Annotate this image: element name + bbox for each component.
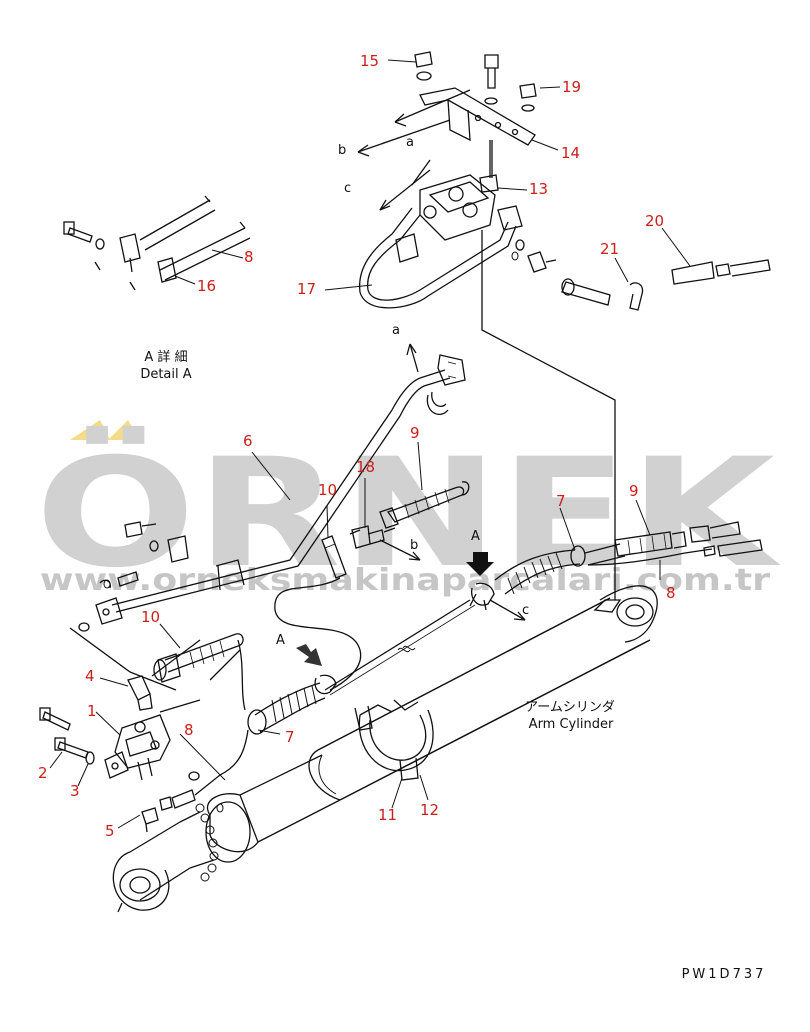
callout-10-lower: 10 — [141, 608, 160, 626]
callout-3: 3 — [70, 782, 80, 800]
pipe-6 — [78, 354, 466, 632]
callout-12: 12 — [420, 801, 439, 819]
callouts: 15 19 14 13 17 20 21 8 16 6 9 10 18 7 9 … — [38, 52, 676, 840]
view-letter-c-mid: c — [522, 603, 529, 618]
callout-9-center: 9 — [410, 424, 420, 442]
watermark-url: www.orneksmakinaparcalari.com.tr — [40, 563, 770, 598]
callout-17: 17 — [297, 280, 316, 298]
callout-13: 13 — [529, 180, 548, 198]
callout-7-upper: 7 — [556, 492, 566, 510]
callout-4: 4 — [85, 667, 95, 685]
view-letter-b-top: b — [338, 143, 346, 158]
view-letters: a b c a b c A A — [276, 135, 529, 648]
callout-9-right: 9 — [629, 482, 639, 500]
view-letter-a-mid: a — [392, 323, 400, 338]
watermark-accent-left — [70, 420, 110, 440]
detail-label-en: Detail A — [140, 367, 191, 382]
callout-8-right: 8 — [666, 584, 676, 602]
leader-lines — [49, 59, 691, 829]
drawing-code: PW1D737 — [682, 967, 767, 982]
view-letter-a-top: a — [406, 135, 414, 150]
callout-2: 2 — [38, 764, 48, 782]
view-letter-c-top: c — [344, 181, 351, 196]
grease-hose-assembly — [247, 521, 763, 735]
arm-cylinder-label-jp: アームシリンダ — [525, 700, 615, 715]
view-letter-A-right: A — [471, 529, 480, 544]
callout-6: 6 — [243, 432, 253, 450]
callout-21: 21 — [600, 240, 619, 258]
watermark-brand: ÖRNEK — [35, 425, 781, 601]
callout-5: 5 — [105, 822, 115, 840]
view-a-arrows — [296, 552, 494, 666]
valve-1 — [39, 627, 241, 781]
watermark-accent-right — [108, 420, 140, 440]
detail-a — [63, 195, 251, 291]
labels: A 詳 細 Detail A アームシリンダ Arm Cylinder PW1D… — [140, 349, 767, 982]
bracket-assembly — [358, 51, 771, 600]
fitting-18 — [99, 481, 470, 691]
view-letter-A-left: A — [276, 633, 285, 648]
detail-label-jp: A 詳 細 — [144, 349, 187, 365]
callout-16: 16 — [197, 277, 216, 295]
arrow-diagonal-icon — [296, 644, 322, 666]
line-art — [39, 51, 771, 913]
arrow-down-icon — [466, 552, 494, 576]
callout-19: 19 — [562, 78, 581, 96]
watermark: ÖRNEK www.orneksmakinaparcalari.com.tr — [35, 420, 781, 601]
seals — [103, 251, 519, 813]
callout-15: 15 — [360, 52, 379, 70]
callout-10-upper: 10 — [318, 481, 337, 499]
view-letter-b-mid: b — [410, 538, 418, 553]
callout-8-lower: 8 — [184, 721, 194, 739]
callout-8-detail: 8 — [244, 248, 254, 266]
callout-20: 20 — [645, 212, 664, 230]
view-arrows — [357, 89, 526, 621]
arm-cylinder-label-en: Arm Cylinder — [529, 717, 614, 732]
callout-1: 1 — [87, 702, 97, 720]
arm-cylinder — [112, 585, 658, 913]
callout-7-lower: 7 — [285, 728, 295, 746]
callout-14: 14 — [561, 144, 580, 162]
callout-18: 18 — [356, 458, 375, 476]
callout-11: 11 — [378, 806, 397, 824]
